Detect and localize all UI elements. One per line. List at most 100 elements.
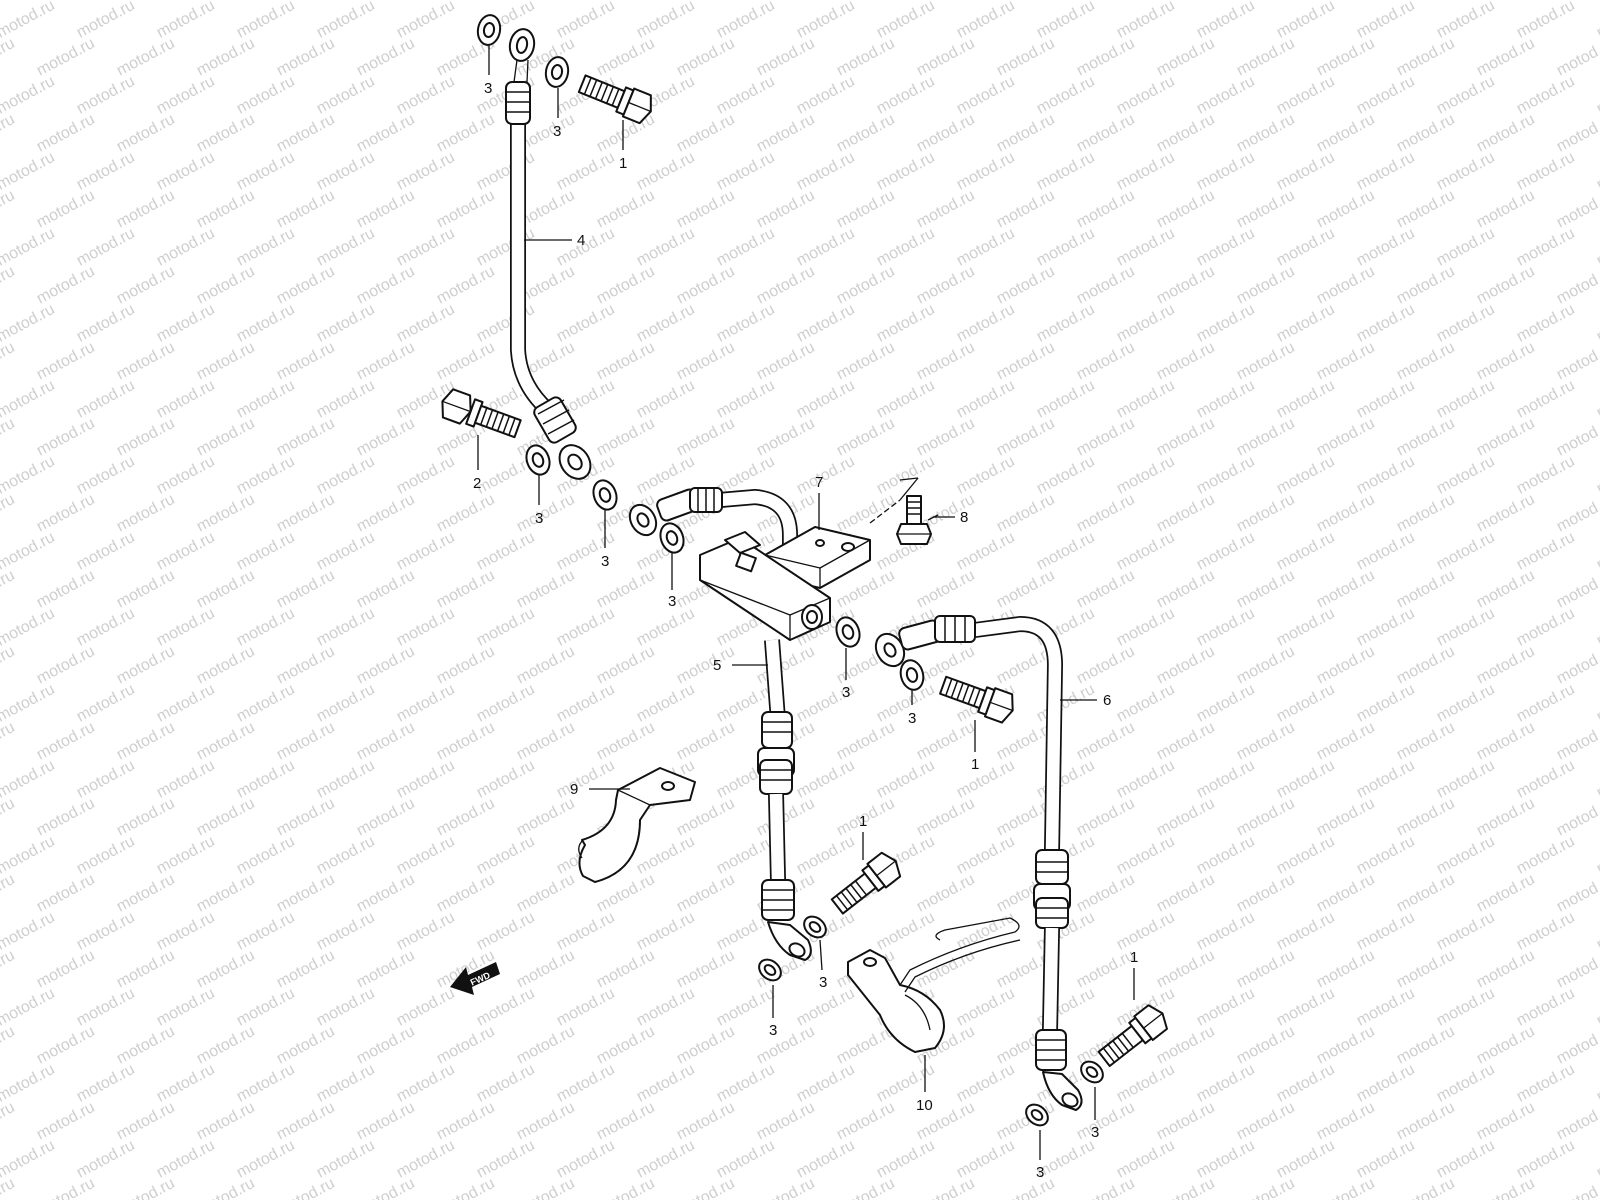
- watermark-text: motod.ru: [1474, 643, 1538, 688]
- union-bolt-left: [441, 388, 522, 439]
- watermark-text: motod.ru: [514, 1099, 578, 1144]
- watermark-text: motod.ru: [914, 339, 978, 384]
- watermark-text: motod.ru: [434, 719, 498, 764]
- watermark-text: motod.ru: [434, 491, 498, 536]
- callout-clamp-9: 9: [570, 781, 578, 798]
- watermark-text: motod.ru: [114, 871, 178, 916]
- watermark-text: motod.ru: [914, 187, 978, 232]
- watermark-text: motod.ru: [1514, 757, 1578, 802]
- watermark-text: motod.ru: [914, 415, 978, 460]
- watermark-text: motod.ru: [1274, 529, 1338, 574]
- watermark-text: motod.ru: [1194, 909, 1258, 954]
- watermark-text: motod.ru: [1514, 301, 1578, 346]
- watermark-text: motod.ru: [1514, 1137, 1578, 1182]
- watermark-text: motod.ru: [1594, 529, 1600, 574]
- watermark-text: motod.ru: [514, 1023, 578, 1068]
- watermark-text: motod.ru: [1234, 1099, 1298, 1144]
- watermark-text: motod.ru: [834, 111, 898, 156]
- watermark-text: motod.ru: [1154, 643, 1218, 688]
- watermark-text: motod.ru: [634, 301, 698, 346]
- brake-hose-4: [505, 28, 592, 480]
- watermark-text: motod.ru: [0, 0, 18, 4]
- watermark-text: motod.ru: [1314, 947, 1378, 992]
- watermark-text: motod.ru: [1514, 225, 1578, 270]
- watermark-text: motod.ru: [1554, 415, 1600, 460]
- watermark-text: motod.ru: [594, 415, 658, 460]
- watermark-text: motod.ru: [554, 985, 618, 1030]
- watermark-text: motod.ru: [874, 149, 938, 194]
- watermark-text: motod.ru: [674, 719, 738, 764]
- watermark-text: motod.ru: [234, 909, 298, 954]
- watermark-text: motod.ru: [994, 339, 1058, 384]
- watermark-text: motod.ru: [1354, 225, 1418, 270]
- watermark-text: motod.ru: [74, 757, 138, 802]
- watermark-text: motod.ru: [1554, 719, 1600, 764]
- watermark-text: motod.ru: [794, 1061, 858, 1106]
- watermark-text: motod.ru: [794, 453, 858, 498]
- callout-clamp-10: 10: [916, 1097, 933, 1114]
- watermark-text: motod.ru: [954, 833, 1018, 878]
- watermark-text: motod.ru: [754, 35, 818, 80]
- watermark-text: motod.ru: [674, 187, 738, 232]
- watermark-text: motod.ru: [914, 567, 978, 612]
- watermark-text: motod.ru: [194, 643, 258, 688]
- watermark-text: motod.ru: [794, 225, 858, 270]
- watermark-text: motod.ru: [674, 871, 738, 916]
- watermark-text: motod.ru: [594, 263, 658, 308]
- watermark-text: motod.ru: [74, 1061, 138, 1106]
- washer-lower-2: [758, 958, 782, 982]
- watermark-text: motod.ru: [1114, 73, 1178, 118]
- watermark-text: motod.ru: [434, 187, 498, 232]
- union-bolt-top: [577, 74, 652, 125]
- watermark-text: motod.ru: [114, 187, 178, 232]
- watermark-text: motod.ru: [754, 1175, 818, 1200]
- watermark-text: motod.ru: [114, 719, 178, 764]
- watermark-text: motod.ru: [1354, 0, 1418, 42]
- watermark-text: motod.ru: [954, 149, 1018, 194]
- watermark-text: motod.ru: [1434, 529, 1498, 574]
- watermark-text: motod.ru: [274, 795, 338, 840]
- watermark-text: motod.ru: [1434, 757, 1498, 802]
- callout-washer-top-right: 3: [553, 123, 561, 140]
- washer-middle-1: [525, 444, 551, 476]
- watermark-text: motod.ru: [1234, 415, 1298, 460]
- watermark-text: motod.ru: [1274, 149, 1338, 194]
- watermark-text: motod.ru: [794, 73, 858, 118]
- watermark-text: motod.ru: [754, 1023, 818, 1068]
- watermark-text: motod.ru: [1314, 491, 1378, 536]
- watermark-text: motod.ru: [1514, 529, 1578, 574]
- watermark-text: motod.ru: [874, 301, 938, 346]
- watermark-text: motod.ru: [1234, 947, 1298, 992]
- watermark-text: motod.ru: [314, 225, 378, 270]
- watermark-text: motod.ru: [554, 301, 618, 346]
- watermark-text: motod.ru: [274, 1023, 338, 1068]
- watermark-text: motod.ru: [874, 0, 938, 42]
- watermark-text: motod.ru: [1154, 719, 1218, 764]
- watermark-text: motod.ru: [1034, 0, 1098, 42]
- callout-washer-middle-2: 3: [601, 553, 609, 570]
- watermark-text: motod.ru: [874, 73, 938, 118]
- watermark-text: motod.ru: [1554, 567, 1600, 612]
- watermark-text: motod.ru: [794, 985, 858, 1030]
- watermark-text: motod.ru: [114, 795, 178, 840]
- watermark-text: motod.ru: [1314, 567, 1378, 612]
- watermark-text: motod.ru: [34, 491, 98, 536]
- watermark-text: motod.ru: [274, 1099, 338, 1144]
- watermark-text: motod.ru: [1154, 871, 1218, 916]
- watermark-text: motod.ru: [1194, 757, 1258, 802]
- watermark-text: motod.ru: [1114, 149, 1178, 194]
- watermark-text: motod.ru: [0, 1023, 18, 1068]
- watermark-text: motod.ru: [354, 111, 418, 156]
- watermark-text: motod.ru: [674, 947, 738, 992]
- watermark-text: motod.ru: [1034, 301, 1098, 346]
- watermark-text: motod.ru: [1594, 681, 1600, 726]
- watermark-text: motod.ru: [1074, 491, 1138, 536]
- watermark-text: motod.ru: [1554, 35, 1600, 80]
- watermark-text: motod.ru: [594, 187, 658, 232]
- watermark-text: motod.ru: [1034, 149, 1098, 194]
- watermark-text: motod.ru: [714, 377, 778, 422]
- watermark-text: motod.ru: [1114, 301, 1178, 346]
- watermark-text: motod.ru: [1114, 605, 1178, 650]
- brake-hose-joint: [628, 487, 798, 545]
- watermark-text: motod.ru: [394, 1061, 458, 1106]
